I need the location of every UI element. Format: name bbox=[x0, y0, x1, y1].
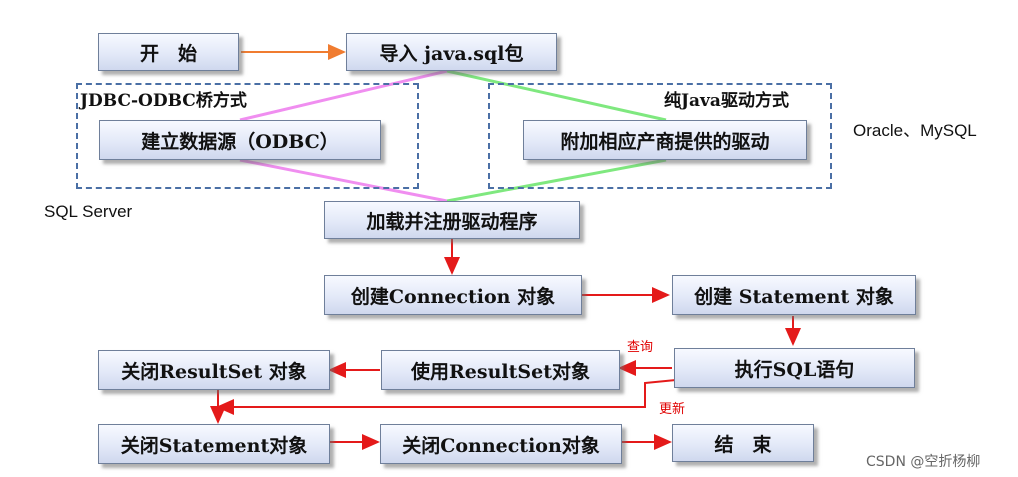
node-create-datasource: 建立数据源（ODBC） bbox=[99, 120, 381, 160]
node-end: 结 束 bbox=[672, 424, 814, 462]
label-oracle-mysql: Oracle、MySQL bbox=[853, 121, 977, 140]
edge-odbc-path-bottom bbox=[239, 158, 448, 203]
node-use-resultset: 使用ResultSet对象 bbox=[381, 350, 620, 390]
node-import-java-sql: 导入 java.sql包 bbox=[346, 33, 557, 71]
edge-execute-update bbox=[216, 379, 677, 415]
node-close-statement: 关闭Statement对象 bbox=[98, 424, 330, 464]
edge-java-path-bottom bbox=[446, 158, 667, 203]
group-jdbc-odbc bbox=[76, 83, 419, 189]
group-label-pure-java: 纯Java驱动方式 bbox=[664, 91, 789, 111]
group-label-jdbc-odbc: JDBC-ODBC桥方式 bbox=[80, 91, 247, 111]
node-load-driver: 加载并注册驱动程序 bbox=[324, 201, 580, 239]
node-close-resultset: 关闭ResultSet 对象 bbox=[98, 350, 330, 390]
group-pure-java bbox=[488, 83, 832, 189]
edge-label-update: 更新 bbox=[659, 402, 686, 417]
edge-odbc-path-top bbox=[239, 69, 448, 122]
edge-java-path-top bbox=[446, 69, 667, 122]
label-sql-server: SQL Server bbox=[44, 202, 133, 221]
node-start: 开 始 bbox=[98, 33, 239, 71]
edge-label-query: 查询 bbox=[627, 340, 654, 355]
node-close-connection: 关闭Connection对象 bbox=[380, 424, 622, 464]
node-create-connection: 创建Connection 对象 bbox=[324, 275, 582, 315]
node-vendor-driver: 附加相应产商提供的驱动 bbox=[523, 120, 807, 160]
node-create-statement: 创建 Statement 对象 bbox=[672, 275, 916, 315]
node-execute-sql: 执行SQL语句 bbox=[674, 348, 915, 388]
watermark: CSDN @空折杨柳 bbox=[866, 454, 981, 470]
